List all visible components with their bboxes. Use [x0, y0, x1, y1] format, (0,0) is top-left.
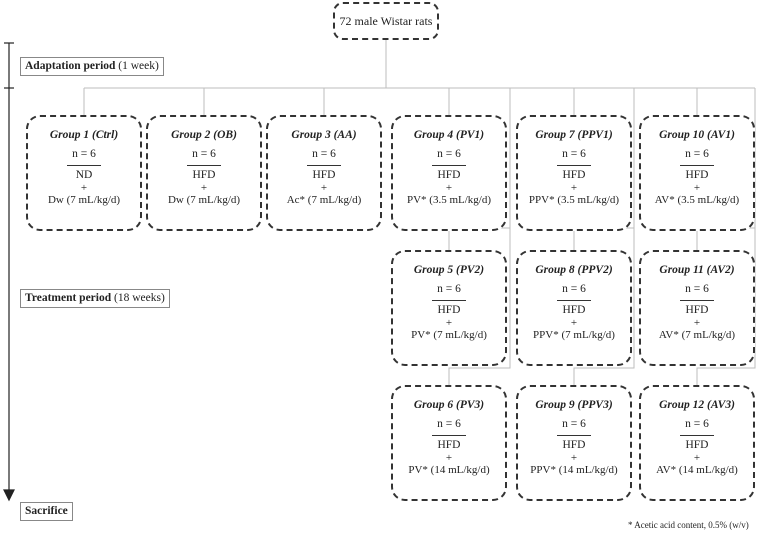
footnote: * Acetic acid content, 0.5% (w/v) [628, 520, 749, 530]
group-treatment: Dw (7 mL/kg/d) [167, 194, 241, 206]
group-node-8: Group 8 (PPV2) n = 6 HFD + PPV* (7 mL/kg… [516, 250, 632, 366]
group-diet: ND [75, 169, 93, 181]
divider [432, 435, 466, 436]
group-diet: HFD [685, 439, 709, 451]
group-treatment: PPV* (7 mL/kg/d) [533, 329, 615, 341]
plus-sign: + [570, 182, 578, 194]
group-title: Group 7 (PPV1) [535, 129, 613, 141]
divider [187, 165, 221, 166]
group-diet: HFD [562, 439, 586, 451]
group-treatment: Dw (7 mL/kg/d) [47, 194, 121, 206]
group-title: Group 12 (AV3) [659, 399, 735, 411]
divider [432, 165, 466, 166]
group-size: n = 6 [437, 418, 461, 430]
group-size: n = 6 [562, 148, 586, 160]
group-size: n = 6 [685, 418, 709, 430]
group-size: n = 6 [685, 283, 709, 295]
group-title: Group 3 (AA) [291, 129, 357, 141]
group-size: n = 6 [312, 148, 336, 160]
plus-sign: + [693, 182, 701, 194]
divider [307, 165, 341, 166]
group-diet: HFD [437, 169, 461, 181]
group-size: n = 6 [685, 148, 709, 160]
group-diet: HFD [312, 169, 336, 181]
sacrifice-title: Sacrifice [25, 505, 68, 517]
group-treatment: AV* (3.5 mL/kg/d) [654, 194, 740, 206]
group-diet: HFD [685, 169, 709, 181]
group-size: n = 6 [562, 418, 586, 430]
group-treatment: Ac* (7 mL/kg/d) [286, 194, 362, 206]
divider [680, 300, 714, 301]
divider [557, 435, 591, 436]
group-title: Group 8 (PPV2) [535, 264, 613, 276]
divider [557, 300, 591, 301]
group-node-4: Group 4 (PV1) n = 6 HFD + PV* (3.5 mL/kg… [391, 115, 507, 231]
group-title: Group 10 (AV1) [659, 129, 735, 141]
group-node-12: Group 12 (AV3) n = 6 HFD + AV* (14 mL/kg… [639, 385, 755, 501]
group-node-3: Group 3 (AA) n = 6 HFD + Ac* (7 mL/kg/d) [266, 115, 382, 231]
group-node-6: Group 6 (PV3) n = 6 HFD + PV* (14 mL/kg/… [391, 385, 507, 501]
divider [432, 300, 466, 301]
group-node-11: Group 11 (AV2) n = 6 HFD + AV* (7 mL/kg/… [639, 250, 755, 366]
plus-sign: + [445, 182, 453, 194]
group-node-2: Group 2 (OB) n = 6 HFD + Dw (7 mL/kg/d) [146, 115, 262, 231]
group-treatment: PV* (7 mL/kg/d) [411, 329, 487, 341]
group-title: Group 4 (PV1) [413, 129, 485, 141]
group-size: n = 6 [562, 283, 586, 295]
divider [680, 435, 714, 436]
plus-sign: + [320, 182, 328, 194]
group-diet: HFD [192, 169, 216, 181]
group-node-10: Group 10 (AV1) n = 6 HFD + AV* (3.5 mL/k… [639, 115, 755, 231]
sacrifice-label: Sacrifice [20, 502, 73, 521]
group-size: n = 6 [437, 148, 461, 160]
group-title: Group 1 (Ctrl) [49, 129, 119, 141]
group-treatment: PPV* (14 mL/kg/d) [530, 464, 618, 476]
group-title: Group 2 (OB) [171, 129, 237, 141]
group-node-1: Group 1 (Ctrl) n = 6 ND + Dw (7 mL/kg/d) [26, 115, 142, 231]
plus-sign: + [200, 182, 208, 194]
group-title: Group 5 (PV2) [413, 264, 485, 276]
group-diet: HFD [437, 304, 461, 316]
plus-sign: + [80, 182, 88, 194]
group-size: n = 6 [437, 283, 461, 295]
divider [557, 165, 591, 166]
adaptation-period-title: Adaptation period [25, 60, 116, 72]
group-title: Group 9 (PPV3) [535, 399, 613, 411]
plus-sign: + [445, 452, 453, 464]
group-diet: HFD [685, 304, 709, 316]
treatment-period-title: Treatment period [25, 292, 112, 304]
group-node-9: Group 9 (PPV3) n = 6 HFD + PPV* (14 mL/k… [516, 385, 632, 501]
group-node-7: Group 7 (PPV1) n = 6 HFD + PPV* (3.5 mL/… [516, 115, 632, 231]
plus-sign: + [570, 452, 578, 464]
group-treatment: PPV* (3.5 mL/kg/d) [528, 194, 620, 206]
plus-sign: + [445, 317, 453, 329]
divider [67, 165, 101, 166]
treatment-period-label: Treatment period (18 weeks) [20, 289, 170, 308]
group-treatment: AV* (7 mL/kg/d) [658, 329, 736, 341]
group-diet: HFD [437, 439, 461, 451]
timeline-arrow [3, 42, 15, 502]
group-title: Group 6 (PV3) [413, 399, 485, 411]
group-title: Group 11 (AV2) [659, 264, 735, 276]
group-diet: HFD [562, 304, 586, 316]
group-size: n = 6 [192, 148, 216, 160]
plus-sign: + [570, 317, 578, 329]
plus-sign: + [693, 317, 701, 329]
group-treatment: AV* (14 mL/kg/d) [656, 464, 738, 476]
group-diet: HFD [562, 169, 586, 181]
adaptation-period-label: Adaptation period (1 week) [20, 57, 164, 76]
plus-sign: + [693, 452, 701, 464]
treatment-period-detail: (18 weeks) [114, 292, 165, 304]
group-size: n = 6 [72, 148, 96, 160]
group-node-5: Group 5 (PV2) n = 6 HFD + PV* (7 mL/kg/d… [391, 250, 507, 366]
adaptation-period-detail: (1 week) [118, 60, 159, 72]
subjects-node: 72 male Wistar rats [333, 2, 439, 40]
group-treatment: PV* (3.5 mL/kg/d) [406, 194, 492, 206]
divider [680, 165, 714, 166]
group-treatment: PV* (14 mL/kg/d) [408, 464, 490, 476]
